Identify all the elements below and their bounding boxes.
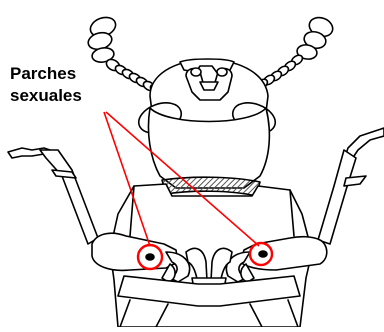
right-patch-mark bbox=[259, 251, 267, 257]
annotation-line-1: Parches bbox=[10, 63, 82, 85]
left-front-leg bbox=[8, 148, 98, 244]
hatched-band bbox=[162, 177, 260, 196]
left-patch-mark bbox=[146, 254, 154, 260]
left-antenna bbox=[86, 14, 163, 95]
right-front-leg bbox=[318, 128, 384, 244]
annotation-line-2: sexuales bbox=[10, 85, 82, 107]
annotation-label: Parches sexuales bbox=[10, 63, 82, 107]
